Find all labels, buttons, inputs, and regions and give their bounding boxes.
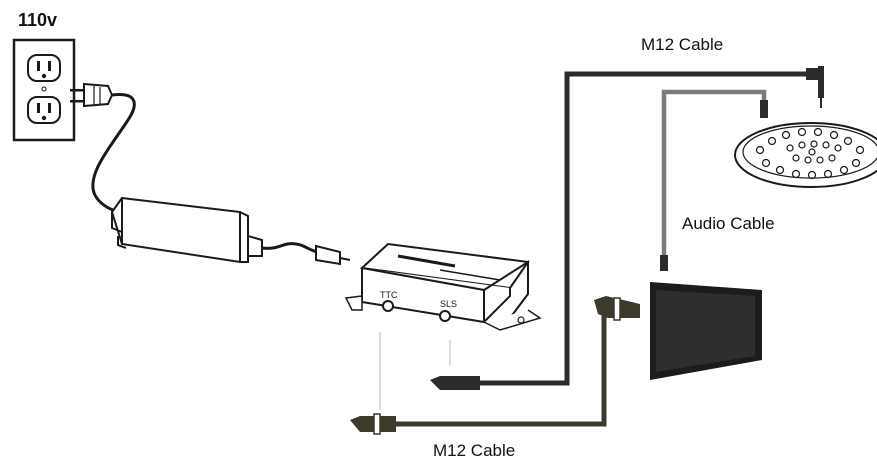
m12-cable-top-label: M12 Cable xyxy=(641,35,724,54)
audio-connector-top xyxy=(760,100,768,118)
audio-connector-bottom xyxy=(660,255,668,271)
ceiling-speaker xyxy=(734,122,877,188)
power-plug xyxy=(70,82,114,108)
audio-cable-label: Audio Cable xyxy=(682,214,775,233)
m12-cable-bottom-label: M12 Cable xyxy=(433,441,516,460)
barrel-plug xyxy=(315,244,351,266)
power-supply xyxy=(110,196,263,264)
m12-cable-bottom xyxy=(396,310,607,427)
m12-connector-top xyxy=(806,66,824,108)
ttc-port-label: TTC xyxy=(380,290,398,300)
psu-output-cord xyxy=(261,242,319,254)
sls-port-label: SLS xyxy=(440,299,457,309)
wall-outlet xyxy=(12,38,76,142)
voltage-label: 110v xyxy=(18,10,58,30)
power-cord xyxy=(91,92,136,214)
m12-cable-top xyxy=(480,71,808,386)
m12-connector-module-top xyxy=(430,376,480,390)
audio-cable xyxy=(661,89,767,262)
display-screen xyxy=(650,282,762,380)
m12-connector-display xyxy=(594,296,640,321)
m12-connector-bottom-left xyxy=(350,413,396,435)
interface-module: TTC SLS xyxy=(344,242,542,331)
